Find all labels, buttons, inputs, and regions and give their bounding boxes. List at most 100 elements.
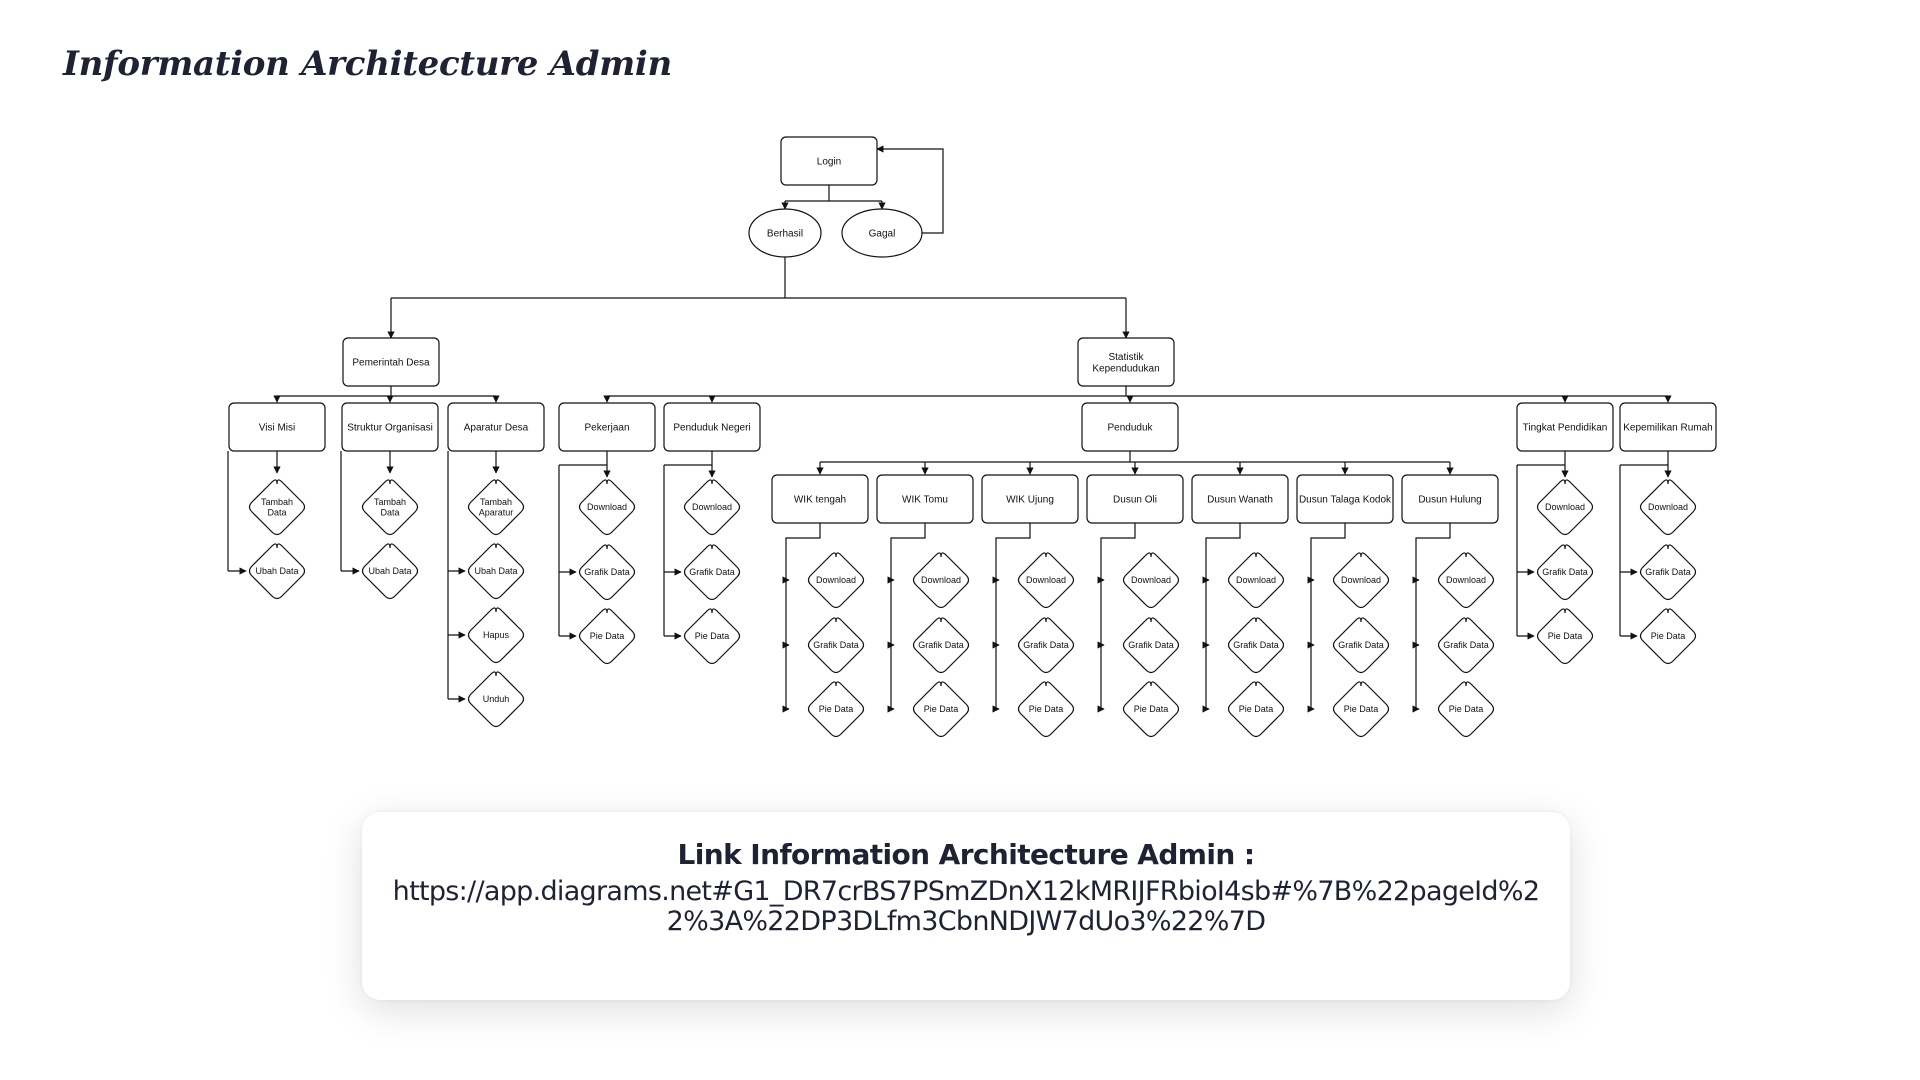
- node-berhasil: [748, 208, 822, 258]
- node-kepemilikan-rumah-download-label: Download: [1648, 502, 1688, 512]
- node-penduduk-negeri-pie-data-label: Pie Data: [695, 631, 730, 641]
- node-wik-tengah-download: [807, 552, 865, 609]
- node-wik-ujung-grafik-data: [1017, 617, 1075, 674]
- node-dusun-talaga-kodok-label: Dusun Talaga Kodok: [1299, 495, 1392, 506]
- node-dusun-talaga-kodok-pie-data: [1332, 681, 1390, 738]
- node-dusun-hulung-download-label: Download: [1446, 575, 1486, 585]
- node-penduduk-negeri: [663, 402, 761, 452]
- node-aparatur-desa-ubah-data-label: Ubah Data: [474, 566, 517, 576]
- node-gagal: [841, 208, 923, 258]
- link-card: Link Information Architecture Admin : ht…: [362, 812, 1570, 1000]
- node-struktur-organisasi-ubah-data: [361, 543, 419, 600]
- node-struktur-organisasi-tambah-data: [361, 479, 419, 536]
- node-wik-tomu: [876, 474, 974, 524]
- node-aparatur-desa-hapus: [467, 607, 525, 664]
- node-dusun-hulung-download: [1437, 552, 1495, 609]
- link-heading: Link Information Architecture Admin :: [677, 838, 1256, 871]
- node-kepemilikan-rumah-pie-data-label: Pie Data: [1651, 631, 1686, 641]
- node-dusun-wanath-grafik-data-label: Grafik Data: [1233, 640, 1279, 650]
- node-pekerjaan-pie-data-label: Pie Data: [590, 631, 625, 641]
- node-aparatur-desa: [447, 402, 545, 452]
- node-wik-ujung-download-label: Download: [1026, 575, 1066, 585]
- node-kepemilikan-rumah-download: [1639, 479, 1697, 536]
- node-dusun-oli-grafik-data: [1122, 617, 1180, 674]
- node-dusun-wanath-grafik-data: [1227, 617, 1285, 674]
- node-login: [780, 136, 878, 186]
- node-tingkat-pendidikan-download: [1536, 479, 1594, 536]
- node-wik-tengah: [771, 474, 869, 524]
- node-wik-tengah-grafik-data-label: Grafik Data: [813, 640, 859, 650]
- node-wik-tengah-grafik-data: [807, 617, 865, 674]
- node-penduduk-label: Penduduk: [1107, 423, 1153, 434]
- node-aparatur-desa-ubah-data: [467, 543, 525, 600]
- node-pemerintah-desa-label: Pemerintah Desa: [352, 358, 430, 369]
- node-statistik-kependudukan: [1077, 337, 1175, 387]
- node-dusun-talaga-kodok-download: [1332, 552, 1390, 609]
- node-wik-ujung-grafik-data-label: Grafik Data: [1023, 640, 1069, 650]
- node-dusun-oli-download: [1122, 552, 1180, 609]
- diagram-link[interactable]: https://app.diagrams.net#G1_DR7crBS7PSmZ…: [392, 876, 1540, 937]
- node-wik-tomu-download-label: Download: [921, 575, 961, 585]
- node-struktur-organisasi-label: Struktur Organisasi: [347, 423, 433, 434]
- node-tingkat-pendidikan: [1516, 402, 1614, 452]
- node-tingkat-pendidikan-download-label: Download: [1545, 502, 1585, 512]
- node-dusun-hulung-pie-data: [1437, 681, 1495, 738]
- node-wik-tomu-download: [912, 552, 970, 609]
- node-dusun-oli-download-label: Download: [1131, 575, 1171, 585]
- node-visi-misi-ubah-data-label: Ubah Data: [255, 566, 298, 576]
- node-dusun-hulung-grafik-data: [1437, 617, 1495, 674]
- node-kepemilikan-rumah-grafik-data-label: Grafik Data: [1645, 567, 1691, 577]
- node-penduduk-negeri-pie-data: [683, 608, 741, 665]
- node-dusun-wanath-label: Dusun Wanath: [1207, 495, 1273, 506]
- node-visi-misi-tambah-data: [248, 479, 306, 536]
- node-pekerjaan-pie-data: [578, 608, 636, 665]
- node-struktur-organisasi: [341, 402, 439, 452]
- node-struktur-organisasi-ubah-data-label: Ubah Data: [368, 566, 411, 576]
- node-penduduk-negeri-grafik-data: [683, 544, 741, 601]
- node-penduduk: [1081, 402, 1179, 452]
- node-wik-tengah-pie-data-label: Pie Data: [819, 704, 854, 714]
- node-penduduk-negeri-download-label: Download: [692, 502, 732, 512]
- node-dusun-talaga-kodok-download-label: Download: [1341, 575, 1381, 585]
- node-berhasil-label: Berhasil: [767, 229, 803, 240]
- node-wik-tomu-pie-data: [912, 681, 970, 738]
- node-kepemilikan-rumah: [1619, 402, 1717, 452]
- node-dusun-hulung-label: Dusun Hulung: [1418, 495, 1481, 506]
- node-gagal-label: Gagal: [869, 229, 896, 240]
- node-wik-ujung-pie-data: [1017, 681, 1075, 738]
- node-visi-misi: [228, 402, 326, 452]
- node-tingkat-pendidikan-pie-data: [1536, 608, 1594, 665]
- node-wik-tomu-pie-data-label: Pie Data: [924, 704, 959, 714]
- node-aparatur-desa-tambah-aparatur: [467, 479, 525, 536]
- node-pekerjaan-grafik-data-label: Grafik Data: [584, 567, 630, 577]
- node-wik-tomu-grafik-data-label: Grafik Data: [918, 640, 964, 650]
- node-dusun-talaga-kodok-grafik-data-label: Grafik Data: [1338, 640, 1384, 650]
- node-visi-misi-label: Visi Misi: [259, 423, 295, 434]
- node-tingkat-pendidikan-grafik-data: [1536, 544, 1594, 601]
- node-dusun-oli: [1086, 474, 1184, 524]
- node-kepemilikan-rumah-pie-data: [1639, 608, 1697, 665]
- node-pekerjaan-download-label: Download: [587, 502, 627, 512]
- node-wik-tengah-pie-data: [807, 681, 865, 738]
- node-dusun-talaga-kodok-pie-data-label: Pie Data: [1344, 704, 1379, 714]
- node-tingkat-pendidikan-label: Tingkat Pendidikan: [1523, 423, 1608, 434]
- node-dusun-oli-label: Dusun Oli: [1113, 495, 1157, 506]
- node-dusun-wanath-download-label: Download: [1236, 575, 1276, 585]
- node-penduduk-negeri-grafik-data-label: Grafik Data: [689, 567, 735, 577]
- node-pekerjaan-download: [578, 479, 636, 536]
- node-wik-tengah-download-label: Download: [816, 575, 856, 585]
- node-kepemilikan-rumah-label: Kepemilikan Rumah: [1623, 423, 1713, 434]
- node-dusun-oli-grafik-data-label: Grafik Data: [1128, 640, 1174, 650]
- node-kepemilikan-rumah-grafik-data: [1639, 544, 1697, 601]
- node-wik-tengah-label: WIK tengah: [794, 495, 846, 506]
- node-dusun-hulung-pie-data-label: Pie Data: [1449, 704, 1484, 714]
- node-wik-ujung-pie-data-label: Pie Data: [1029, 704, 1064, 714]
- node-penduduk-negeri-label: Penduduk Negeri: [673, 423, 750, 434]
- node-visi-misi-ubah-data: [248, 543, 306, 600]
- node-aparatur-desa-unduh: [467, 671, 525, 728]
- node-penduduk-negeri-download: [683, 479, 741, 536]
- node-tingkat-pendidikan-pie-data-label: Pie Data: [1548, 631, 1583, 641]
